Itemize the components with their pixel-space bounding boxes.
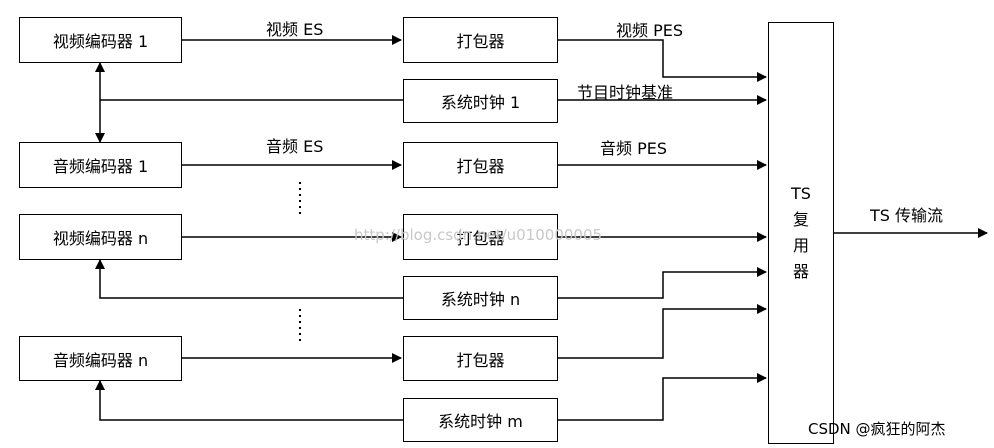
packer-box-audio-1: 打包器	[403, 142, 558, 188]
credit-text: CSDN @疯狂的阿杰	[808, 420, 946, 438]
program-clock-reference-label: 节目时钟基准	[577, 83, 674, 102]
system-clock-1-label: 系统时钟 1	[440, 93, 521, 112]
video-encoder-n-box: 视频编码器 n	[19, 214, 182, 260]
audio-pes-label: 音频 PES	[600, 139, 668, 158]
audio-es-label: 音频 ES	[266, 137, 324, 156]
packer-box-video-n: 打包器	[403, 214, 558, 260]
system-clock-1-box: 系统时钟 1	[403, 79, 558, 123]
mux-label-line-4: 器	[792, 262, 809, 281]
video-pes-label: 视频 PES	[616, 21, 684, 40]
ts-stream-label: TS 传输流	[870, 206, 944, 225]
mux-label-line-2: 复	[792, 210, 809, 229]
audio-encoder-1-label: 音频编码器 1	[52, 157, 149, 176]
ts-multiplexer-box: TS 复 用 器	[768, 22, 834, 444]
packer-label: 打包器	[456, 350, 505, 370]
packer-label: 打包器	[456, 32, 505, 51]
mux-label-line-1: TS	[791, 184, 811, 203]
system-clock-m-box: 系统时钟 m	[403, 398, 558, 442]
video-encoder-n-label: 视频编码器 n	[52, 229, 149, 248]
packer-label: 打包器	[456, 157, 505, 176]
packer-box-video-1: 打包器	[403, 17, 558, 63]
video-encoder-1-label: 视频编码器 1	[52, 32, 149, 51]
packer-label: 打包器	[456, 229, 505, 248]
audio-encoder-n-box: 音频编码器 n	[19, 336, 182, 381]
system-clock-n-box: 系统时钟 n	[403, 276, 558, 320]
packer-box-audio-n: 打包器	[403, 336, 558, 381]
video-es-label: 视频 ES	[266, 20, 324, 39]
watermark-text: http://blog.csdn.net/u010000005	[354, 226, 603, 244]
system-clock-m-label: 系统时钟 m	[438, 412, 523, 431]
video-encoder-1-box: 视频编码器 1	[19, 17, 182, 63]
audio-encoder-1-box: 音频编码器 1	[19, 142, 182, 188]
mux-label-line-3: 用	[792, 236, 809, 255]
system-clock-n-label: 系统时钟 n	[440, 290, 521, 309]
audio-encoder-n-label: 音频编码器 n	[52, 350, 149, 370]
ellipsis-dots	[299, 182, 301, 341]
